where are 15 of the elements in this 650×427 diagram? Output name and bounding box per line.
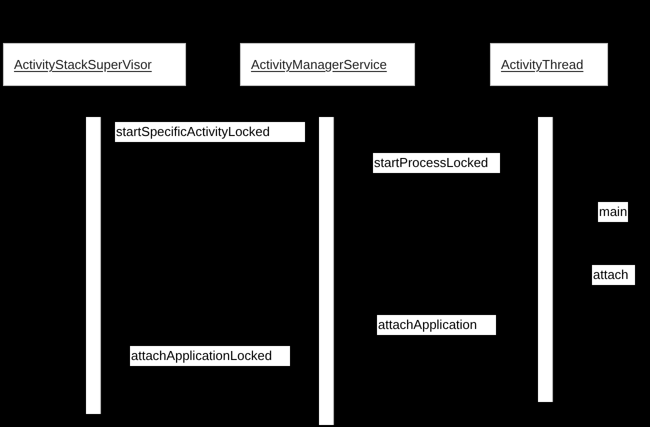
activation-bar [86, 117, 101, 414]
message-label: attachApplication [377, 315, 496, 335]
message-label: attach [592, 265, 635, 285]
message-label: main [598, 202, 628, 222]
lifeline-name: ActivityManagerService [251, 57, 387, 72]
lifeline-header-box [490, 43, 608, 86]
lifeline-header-box [240, 43, 415, 86]
message-label: startProcessLocked [373, 153, 500, 173]
message-label: attachApplicationLocked [130, 346, 290, 366]
lifeline-name: ActivityThread [501, 57, 584, 72]
lifeline-name: ActivityStackSuperVisor [14, 57, 152, 72]
lifeline-header-box [3, 43, 186, 86]
activation-bar [319, 117, 334, 425]
activation-bar [538, 117, 553, 402]
message-label: startSpecificActivityLocked [115, 122, 305, 142]
